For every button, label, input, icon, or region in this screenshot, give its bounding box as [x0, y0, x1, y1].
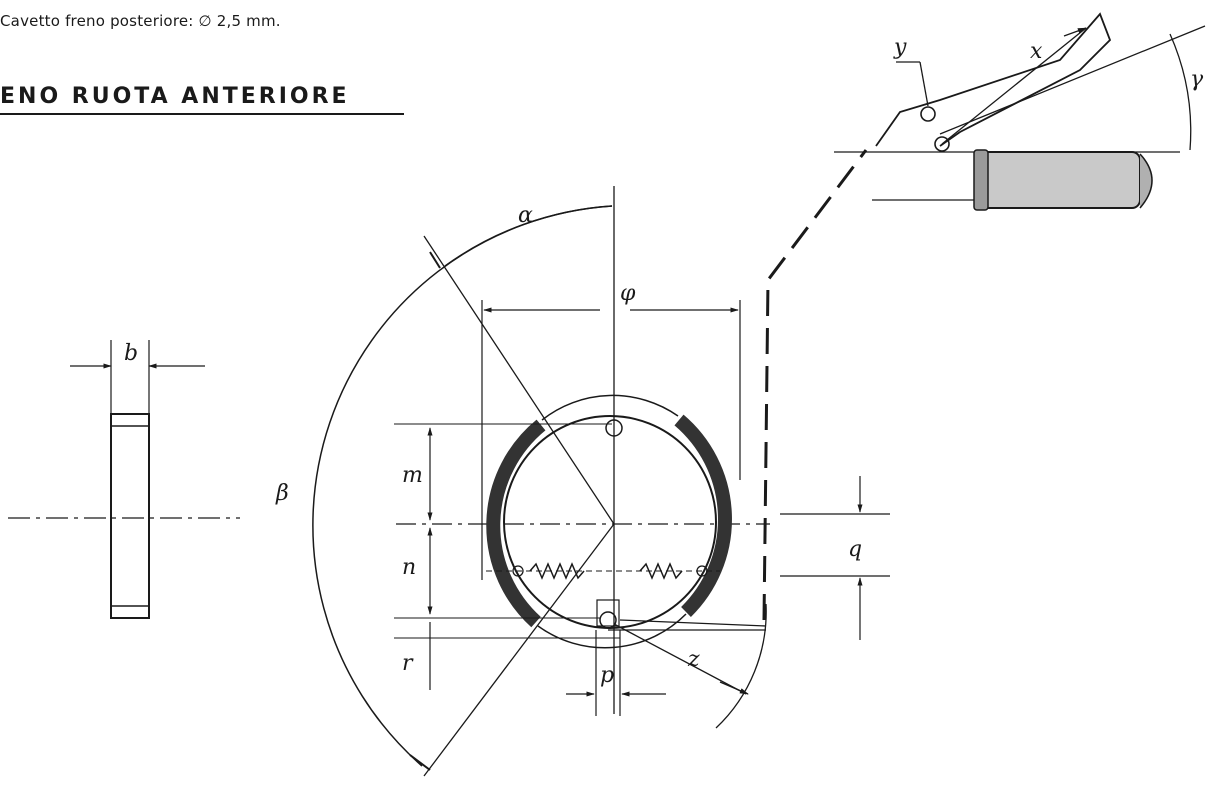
cam-block [596, 599, 620, 627]
gamma-arc [1169, 33, 1192, 151]
grip-collar [973, 149, 989, 211]
label-r: r [402, 651, 414, 676]
lever-pivot [920, 106, 936, 122]
p-dimension: p [566, 630, 666, 716]
cam-lever-upper [619, 619, 767, 627]
y-leader [919, 61, 929, 107]
cable-note: Cavetto freno posteriore: ∅ 2,5 mm. [0, 12, 281, 30]
title-underline [0, 113, 404, 115]
lower-pivot [599, 611, 617, 629]
spring-coil-left [529, 562, 585, 580]
label-b: b [124, 341, 138, 366]
spring-end-left [512, 565, 524, 577]
alpha-arc [444, 205, 613, 267]
label-y: y [893, 35, 907, 60]
label-q: q [848, 537, 862, 562]
q-dimension: q [780, 476, 890, 640]
label-gamma: γ [1190, 67, 1204, 92]
lever-blade [875, 12, 1112, 147]
angle-arcs: α β [275, 203, 613, 771]
label-m: m [402, 463, 423, 488]
label-p: p [600, 663, 614, 688]
upper-shoe-edge [541, 394, 679, 421]
upper-pivot [605, 419, 623, 437]
cable-nipple [934, 136, 950, 152]
brake-lever: y x γ [834, 12, 1206, 211]
z-ray [613, 623, 747, 695]
label-z: z [687, 647, 700, 672]
beta-bottom-tick [409, 754, 431, 771]
z-arc [715, 603, 767, 729]
grip-end-cap [1139, 153, 1153, 209]
x-ray [941, 27, 1087, 145]
shoe-side-rect [110, 413, 150, 619]
label-x: x [1030, 39, 1043, 64]
phi-dimension: φ [481, 281, 741, 580]
right-brake-lining [674, 414, 732, 617]
drum-circle [503, 415, 717, 629]
beta-arc [312, 205, 613, 767]
shoe-side-view: b [8, 340, 240, 619]
spring-end-right [696, 565, 708, 577]
left-brake-lining [486, 419, 546, 628]
brake-assembly: z [396, 186, 770, 777]
label-beta: β [275, 481, 289, 506]
section-title: ENO RUOTA ANTERIORE [0, 84, 350, 109]
beta-top-tick [429, 251, 441, 269]
z-arrow [719, 681, 749, 695]
spring-coil-right [639, 562, 683, 580]
x-arrow [1063, 27, 1087, 37]
alpha-ray [423, 235, 615, 525]
handlebar-grip [979, 151, 1141, 209]
gamma-ray [939, 25, 1206, 135]
lower-shoe-edge [537, 613, 687, 649]
label-phi: φ [620, 281, 636, 306]
label-n: n [402, 555, 416, 580]
beta-ray [423, 523, 615, 777]
label-alpha: α [518, 203, 533, 228]
vertical-dimensions: m n r [394, 423, 620, 690]
